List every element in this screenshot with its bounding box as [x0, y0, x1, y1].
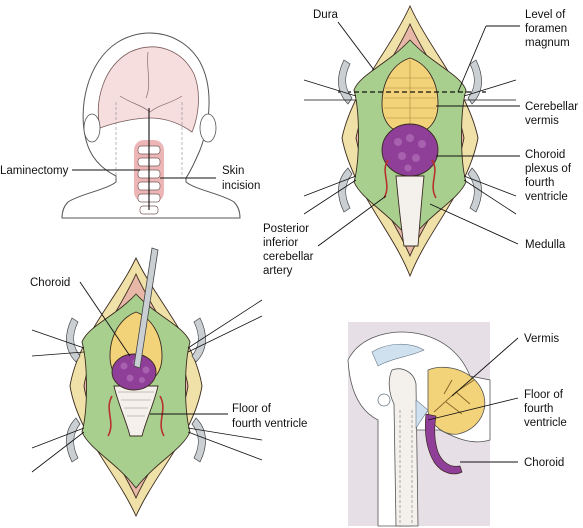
leader-lines [72, 21, 520, 463]
brainstem [388, 368, 419, 527]
retractor-right-top [467, 59, 482, 105]
pica-vessels-2 [107, 395, 165, 437]
label-level-foramen-magnum: Level of foramen magnum [525, 9, 570, 49]
label-choroid-plexus: Choroid plexus of fourth ventricle [525, 149, 574, 203]
label-floor-fourth-ventricle-sagittal: Floor of fourth ventricle [524, 389, 567, 429]
retractor-right-bottom-2 [191, 417, 206, 463]
label-vermis: Vermis [524, 333, 559, 345]
fourth-ventricle-floor [113, 385, 159, 437]
label-pica: Posterior inferior cerebellar artery [263, 223, 317, 277]
retractor-right-top-2 [191, 317, 206, 363]
pineal [377, 393, 391, 407]
label-choroid-retracted: Choroid [30, 277, 70, 289]
medulla [395, 175, 425, 247]
ear-left [83, 113, 101, 143]
ventricle-system [371, 343, 425, 367]
choroid-sagittal-purple [424, 413, 463, 475]
label-laminectomy: Laminectomy [0, 165, 69, 177]
label-choroid-sagittal: Choroid [524, 457, 564, 469]
ear-right [199, 113, 217, 143]
fourth-ventricle-sagittal [415, 399, 429, 429]
label-skin-incision: Skin incision [222, 165, 260, 192]
floor-striations [118, 391, 154, 417]
head-dashed-line [115, 102, 183, 178]
skull-suture [119, 51, 183, 113]
retraction-sutures-2 [31, 299, 263, 473]
panel-choroid-retracted [31, 247, 263, 518]
retraction-sutures [303, 79, 517, 215]
forceps [133, 247, 159, 369]
pica-vessels [383, 159, 437, 199]
spinal-canal-dashed [399, 410, 413, 526]
panel-head-posterior [61, 32, 241, 219]
retractor-left-top [338, 59, 353, 105]
label-medulla: Medulla [525, 239, 566, 251]
retractor-left-top-2 [66, 317, 81, 363]
choroid-texture [394, 134, 426, 172]
label-dura: Dura [313, 9, 339, 21]
panel-dura-opened [303, 4, 517, 278]
cerebellum-folia [384, 60, 436, 134]
label-cerebellar-vermis: Cerebellar vermis [525, 101, 581, 127]
cerebellum-sagittal [427, 366, 486, 435]
label-floor-fourth-ventricle: Floor of fourth ventricle [232, 403, 307, 430]
panel-sagittal-section [347, 322, 491, 527]
labels: Laminectomy Skin incision Dura Level of … [0, 9, 581, 469]
